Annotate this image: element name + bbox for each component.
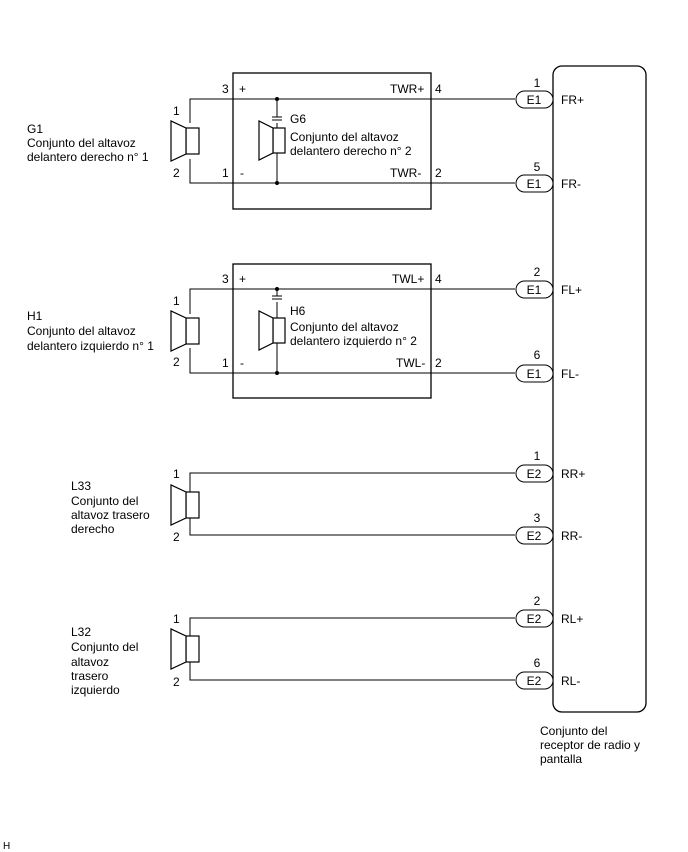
tweeter-name-line: delantero derecho n° 2 [290, 144, 412, 158]
tweeter-pin-pos: 3 [222, 272, 229, 286]
speaker-pin-bottom: 2 [173, 530, 180, 544]
tweeter-output-neg: TWL- [396, 356, 425, 370]
connector-label: E1 [527, 283, 542, 297]
speaker-pin-bottom: 2 [173, 166, 180, 180]
tweeter-pin-neg: 1 [222, 166, 229, 180]
footer-code: H [3, 841, 10, 852]
tweeter-minus-sign: - [240, 166, 244, 180]
connector-label: E1 [527, 177, 542, 191]
connector-pin: 1 [534, 449, 541, 463]
receiver-terminal: E2 6 RL- [515, 656, 580, 690]
speaker-pin-top: 1 [173, 104, 180, 118]
tweeter-plus-sign: + [239, 82, 246, 96]
speaker-pin-top: 1 [173, 294, 180, 308]
tweeter-name-line: Conjunto del altavoz [290, 320, 399, 334]
signal-label: FL- [561, 367, 579, 381]
receiver-name-line: pantalla [540, 752, 582, 766]
speaker-name-line: derecho [71, 522, 115, 536]
receiver-name-line: receptor de radio y [540, 738, 640, 752]
tweeter-pin-pos: 3 [222, 82, 229, 96]
speaker-name-line: Conjunto del [71, 494, 138, 508]
speaker-code: G1 [27, 122, 43, 136]
tweeter-output-neg: TWR- [390, 166, 421, 180]
rear-right-group: 1 2 L33 Conjunto del altavoz trasero der… [71, 467, 515, 544]
connector-pin: 6 [534, 656, 541, 670]
front-left-group: 1 2 H1 Conjunto del altavoz delantero iz… [27, 263, 515, 399]
receiver-terminal: E1 5 FR- [515, 160, 581, 193]
connector-label: E2 [527, 612, 542, 626]
speaker-name-line: altavoz [71, 655, 109, 669]
signal-label: FL+ [561, 283, 582, 297]
speaker-pin-top: 1 [173, 467, 180, 481]
connector-label: E1 [527, 367, 542, 381]
speaker-code: L33 [71, 479, 91, 493]
tweeter-output-pin-pos: 4 [435, 82, 442, 96]
tweeter-minus-sign: - [240, 356, 244, 370]
speaker-code: L32 [71, 625, 91, 639]
receiver-terminal: E1 2 FL+ [515, 265, 582, 299]
speaker-pin-top: 1 [173, 612, 180, 626]
receiver-terminal: E2 3 RR- [515, 511, 582, 545]
signal-label: FR- [561, 177, 581, 191]
speaker-name-line: delantero izquierdo n° 1 [27, 339, 154, 353]
speaker-icon [170, 120, 200, 162]
signal-label: FR+ [561, 93, 584, 107]
speaker-name-line: delantero derecho n° 1 [27, 150, 149, 164]
connector-label: E2 [527, 467, 542, 481]
speaker-icon [258, 120, 286, 161]
receiver-terminal: E2 1 RR+ [515, 449, 585, 483]
speaker-name-line: Conjunto del altavoz [27, 136, 136, 150]
speaker-name-line: Conjunto del altavoz [27, 324, 136, 338]
speaker-name-line: trasero [71, 669, 109, 683]
connector-label: E2 [527, 674, 542, 688]
tweeter-box-h6 [232, 263, 432, 399]
signal-label: RL+ [561, 612, 583, 626]
tweeter-name-line: delantero izquierdo n° 2 [290, 334, 417, 348]
receiver-terminal: E1 1 FR+ [515, 76, 584, 109]
receiver-unit-box [552, 65, 647, 713]
speaker-pin-bottom: 2 [173, 675, 180, 689]
connector-pin: 1 [534, 76, 541, 90]
connector-pin: 5 [534, 160, 541, 174]
tweeter-output-pin-neg: 2 [435, 356, 442, 370]
connector-pin: 2 [534, 594, 541, 608]
speaker-icon [170, 628, 200, 670]
tweeter-output-pin-pos: 4 [435, 272, 442, 286]
front-right-group: 1 2 G1 Conjunto del altavoz delantero de… [27, 72, 515, 210]
connector-pin: 6 [534, 348, 541, 362]
speaker-name-line: altavoz trasero [71, 508, 150, 522]
tweeter-name-line: Conjunto del altavoz [290, 130, 399, 144]
connector-pin: 3 [534, 511, 541, 525]
speaker-icon [170, 484, 200, 526]
tweeter-plus-sign: + [239, 272, 246, 286]
signal-label: RR- [561, 529, 582, 543]
speaker-name-line: izquierdo [71, 683, 120, 697]
speaker-code: H1 [27, 309, 43, 323]
tweeter-code: H6 [290, 304, 306, 318]
speaker-icon [258, 310, 286, 351]
tweeter-box-g6 [232, 72, 432, 210]
connector-label: E1 [527, 93, 542, 107]
tweeter-pin-neg: 1 [222, 356, 229, 370]
connector-pin: 2 [534, 265, 541, 279]
speaker-name-line: Conjunto del [71, 640, 138, 654]
tweeter-output-pos: TWR+ [390, 82, 424, 96]
connector-label: E2 [527, 529, 542, 543]
rear-left-group: 1 2 L32 Conjunto del altavoz trasero izq… [71, 612, 515, 697]
signal-label: RR+ [561, 467, 585, 481]
receiver-terminal: E2 2 RL+ [515, 594, 583, 628]
receiver-name-line: Conjunto del [540, 724, 607, 738]
receiver-terminal: E1 6 FL- [515, 348, 579, 383]
signal-label: RL- [561, 674, 580, 688]
tweeter-output-pin-neg: 2 [435, 166, 442, 180]
tweeter-code: G6 [290, 112, 306, 126]
speaker-icon [170, 310, 200, 352]
speaker-pin-bottom: 2 [173, 355, 180, 369]
tweeter-output-pos: TWL+ [392, 272, 424, 286]
